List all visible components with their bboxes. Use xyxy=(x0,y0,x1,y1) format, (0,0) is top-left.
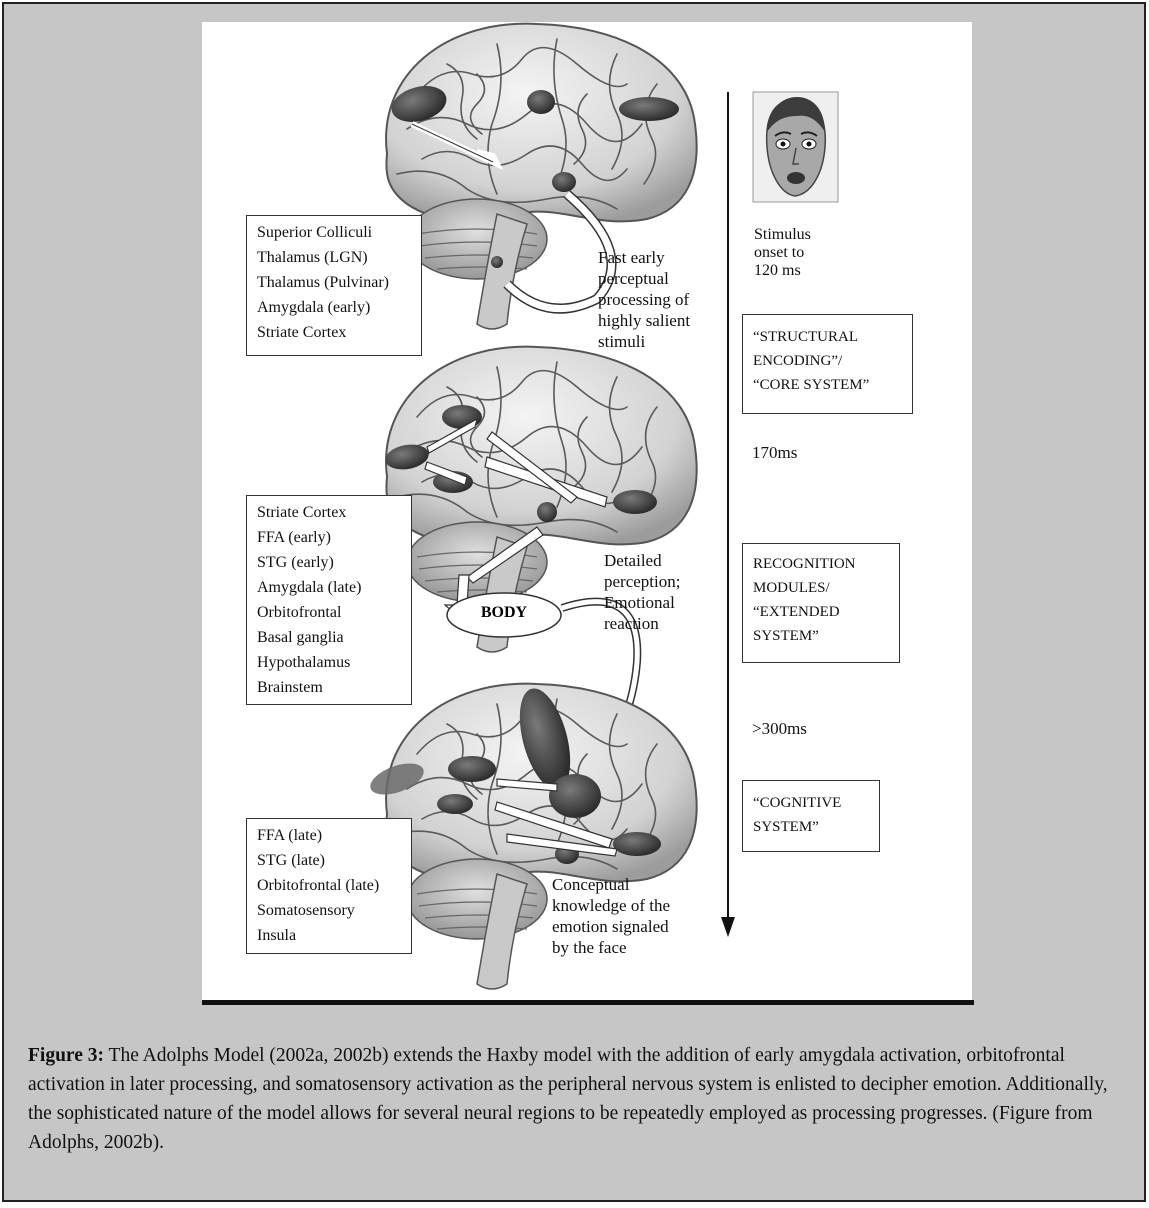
face-stimulus-photo xyxy=(753,92,838,202)
stage3-region-box: FFA (late) STG (late) Orbitofrontal (lat… xyxy=(246,818,412,954)
structural-encoding-box: “STRUCTURAL ENCODING”/ “CORE SYSTEM” xyxy=(742,314,913,414)
region-label: STG (early) xyxy=(257,550,401,575)
region-label: Orbitofrontal (late) xyxy=(257,873,401,898)
body-label: BODY xyxy=(447,604,561,622)
region-label: Hypothalamus xyxy=(257,650,401,675)
caption-label: Figure 3: xyxy=(28,1045,104,1066)
region-label: Orbitofrontal xyxy=(257,600,401,625)
region-label: Striate Cortex xyxy=(257,500,401,525)
region-label: Superior Colliculi xyxy=(257,220,411,245)
region-label: Amygdala (late) xyxy=(257,575,401,600)
region-label: FFA (late) xyxy=(257,823,401,848)
stage-box-line: ENCODING”/ xyxy=(753,349,902,373)
caption-text: The Adolphs Model (2002a, 2002b) extends… xyxy=(28,1045,1108,1153)
description-line: Conceptual xyxy=(552,874,670,895)
stage3-description: Conceptual knowledge of the emotion sign… xyxy=(552,874,670,958)
stimulus-onset-label: Stimulus onset to 120 ms xyxy=(754,226,811,280)
description-line: perception; xyxy=(604,571,680,592)
description-line: knowledge of the xyxy=(552,895,670,916)
stage-box-line: SYSTEM” xyxy=(753,815,869,839)
stage-box-line: “STRUCTURAL xyxy=(753,325,902,349)
description-line: by the face xyxy=(552,937,670,958)
timeline-text: Stimulus xyxy=(754,226,811,244)
time-170ms: 170ms xyxy=(752,443,797,463)
description-line: Emotional xyxy=(604,592,680,613)
figure-caption: Figure 3: The Adolphs Model (2002a, 2002… xyxy=(28,1041,1128,1157)
timeline-text: onset to xyxy=(754,244,811,262)
description-line: emotion signaled xyxy=(552,916,670,937)
stage1-region-box: Superior Colliculi Thalamus (LGN) Thalam… xyxy=(246,215,422,356)
region-label: Amygdala (early) xyxy=(257,295,411,320)
stage-box-line: MODULES/ xyxy=(753,576,889,600)
stage-box-line: “EXTENDED xyxy=(753,600,889,624)
stage2-region-box: Striate Cortex FFA (early) STG (early) A… xyxy=(246,495,412,705)
region-label: Thalamus (Pulvinar) xyxy=(257,270,411,295)
timeline-text: 120 ms xyxy=(754,262,811,280)
cognitive-system-box: “COGNITIVE SYSTEM” xyxy=(742,780,880,852)
stage-box-line: SYSTEM” xyxy=(753,624,889,648)
recognition-modules-box: RECOGNITION MODULES/ “EXTENDED SYSTEM” xyxy=(742,543,900,663)
description-line: processing of xyxy=(598,289,690,310)
region-label: FFA (early) xyxy=(257,525,401,550)
region-label: Insula xyxy=(257,923,401,948)
stage1-description: Fast early perceptual processing of high… xyxy=(598,247,690,352)
region-label: Somatosensory xyxy=(257,898,401,923)
description-line: perceptual xyxy=(598,268,690,289)
stage-box-line: RECOGNITION xyxy=(753,552,889,576)
time-300ms: >300ms xyxy=(752,719,807,739)
region-label: Striate Cortex xyxy=(257,320,411,345)
figure-divider xyxy=(202,1000,974,1005)
region-label: Thalamus (LGN) xyxy=(257,245,411,270)
description-line: reaction xyxy=(604,613,680,634)
stage-box-line: “CORE SYSTEM” xyxy=(753,373,902,397)
region-label: Basal ganglia xyxy=(257,625,401,650)
stage-box-line: “COGNITIVE xyxy=(753,791,869,815)
description-line: Fast early xyxy=(598,247,690,268)
description-line: highly salient xyxy=(598,310,690,331)
figure-panel: Superior Colliculi Thalamus (LGN) Thalam… xyxy=(202,22,972,1004)
region-label: Brainstem xyxy=(257,675,401,700)
stage2-description: Detailed perception; Emotional reaction xyxy=(604,550,680,634)
description-line: Detailed xyxy=(604,550,680,571)
description-line: stimuli xyxy=(598,331,690,352)
region-label: STG (late) xyxy=(257,848,401,873)
